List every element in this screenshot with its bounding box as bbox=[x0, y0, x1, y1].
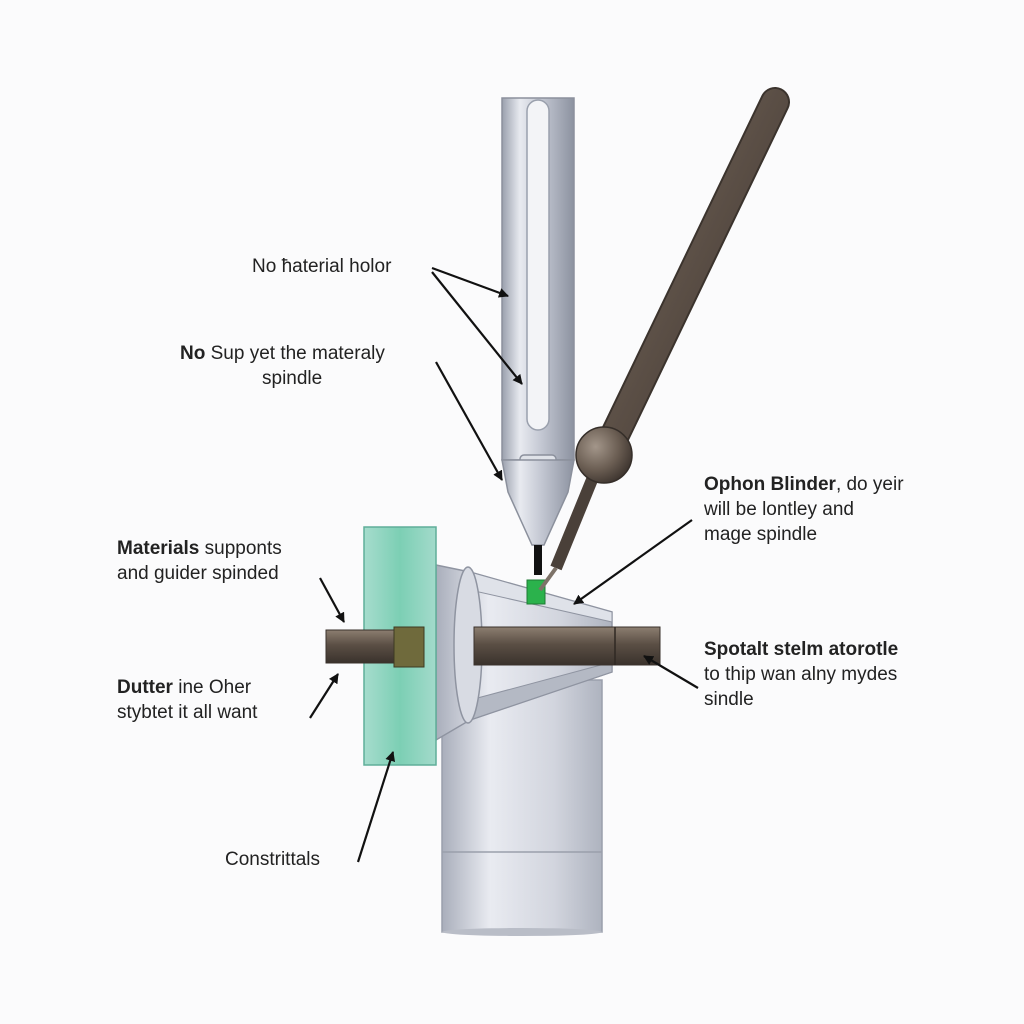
label-materials-supports: Materials supponts and guider spinded bbox=[117, 536, 282, 586]
label-support-spindle-line2: spindle bbox=[262, 368, 323, 389]
spindle-head bbox=[435, 564, 613, 742]
label-ophon-blinder-line3: mage spindle bbox=[704, 524, 818, 545]
label-dutter: Dutter ine Oher stybtet it all want bbox=[117, 675, 257, 725]
label-spotalt-stelm-line2: to thip wan alny mydes bbox=[704, 664, 898, 685]
leader-arrows bbox=[309, 266, 699, 863]
label-dutter-rest: ine Oher bbox=[172, 677, 252, 698]
label-materials-supports-bold: Materials bbox=[117, 538, 200, 559]
label-support-spindle-bold: No bbox=[180, 343, 206, 364]
label-spotalt-stelm: Spotalt stelm atorotle to thip wan alny … bbox=[704, 637, 898, 712]
label-dutter-bold: Dutter bbox=[117, 677, 173, 698]
label-ophon-blinder-bold: Ophon Blinder bbox=[704, 474, 836, 495]
label-constrittals: Constrittals bbox=[225, 849, 321, 870]
label-spotalt-stelm-bold: Spotalt stelm atorotle bbox=[704, 639, 899, 660]
vertical-spindle bbox=[501, 97, 575, 605]
horizontal-spindle bbox=[325, 626, 661, 668]
label-support-spindle-rest: Sup yet the materaly bbox=[205, 343, 385, 364]
label-materials-supports-rest: supponts bbox=[199, 538, 282, 559]
label-support-spindle: No Sup yet the materaly spindle bbox=[180, 341, 385, 391]
label-ophon-blinder-rest: , do yeir bbox=[835, 474, 904, 495]
label-ophon-blinder-line2: will be lontley and bbox=[704, 499, 854, 520]
label-ophon-blinder: Ophon Blinder, do yeir will be lontley a… bbox=[704, 472, 904, 547]
label-dutter-line2: stybtet it all want bbox=[117, 702, 258, 723]
label-spotalt-stelm-line3: sindle bbox=[704, 689, 754, 710]
label-materials-supports-line2: and guider spinded bbox=[117, 563, 279, 584]
label-material-holder: No ħaterial holor bbox=[252, 256, 392, 277]
angled-probe bbox=[538, 87, 790, 592]
